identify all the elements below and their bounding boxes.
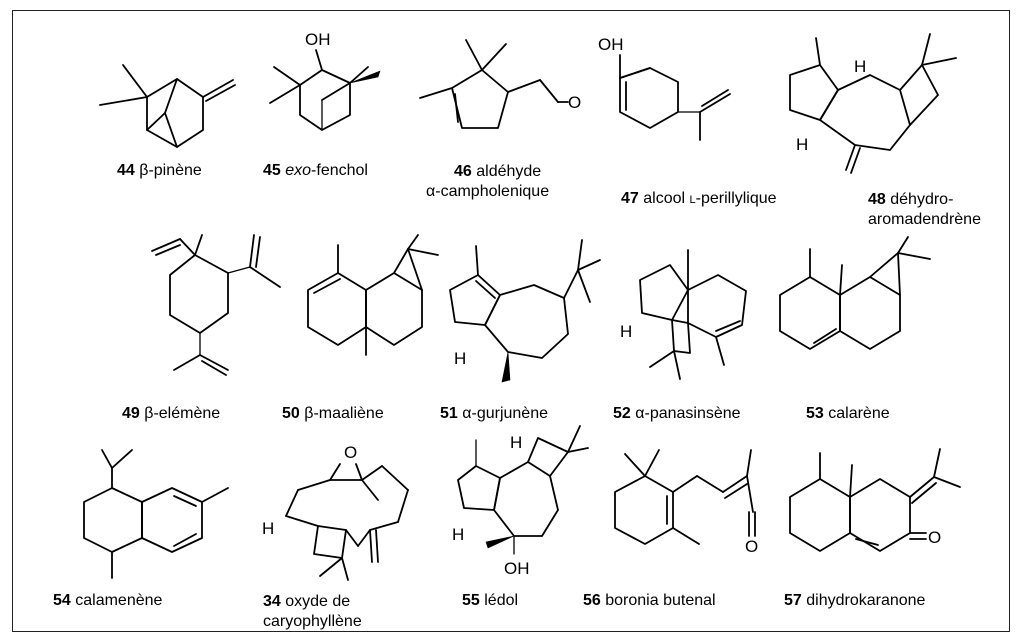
caption-49: 49 β-elémène bbox=[122, 405, 221, 422]
h-label-1: H bbox=[854, 57, 866, 76]
o-label: O bbox=[745, 537, 758, 556]
o-label: O bbox=[568, 93, 581, 112]
oh-label: OH bbox=[305, 30, 331, 49]
structure-45: OH bbox=[250, 15, 400, 155]
structure-48: H H bbox=[760, 20, 1000, 190]
structure-34: O H bbox=[258, 430, 438, 590]
structure-57: O bbox=[770, 435, 990, 585]
structure-46: O bbox=[410, 30, 590, 150]
caption-55: 55 lédol bbox=[462, 592, 519, 609]
structure-56: O bbox=[585, 440, 775, 590]
o-label: O bbox=[928, 528, 941, 547]
caption-34: 34 oxyde de caryophyllène bbox=[263, 593, 362, 630]
caption-50: 50 β-maaliène bbox=[282, 405, 384, 422]
structure-53 bbox=[760, 235, 950, 385]
caption-44: 44 β-pinène bbox=[117, 162, 202, 179]
caption-53: 53 calarène bbox=[806, 405, 890, 422]
structure-51: H bbox=[430, 230, 601, 390]
caption-51: 51 α-gurjunène bbox=[440, 405, 548, 422]
caption-48: 48 déhydro- aromadendrène bbox=[868, 191, 981, 228]
structure-44 bbox=[95, 35, 245, 155]
caption-45: 45 exo-fenchol bbox=[263, 162, 368, 179]
o-label: O bbox=[344, 443, 357, 462]
structure-47: OH bbox=[590, 20, 770, 160]
h-label-1: H bbox=[510, 433, 522, 452]
structure-49 bbox=[140, 225, 300, 385]
caption-56: 56 boronia butenal bbox=[583, 592, 716, 609]
structure-55: H H OH bbox=[438, 418, 589, 588]
structure-54 bbox=[62, 440, 242, 590]
h-label: H bbox=[262, 519, 274, 538]
oh-label: OH bbox=[598, 35, 624, 54]
caption-52: 52 α-panasinsène bbox=[613, 405, 741, 422]
caption-47: 47 alcool l-perillylique bbox=[621, 190, 777, 207]
h-label-2: H bbox=[452, 525, 464, 544]
h-label: H bbox=[454, 349, 466, 368]
caption-57: 57 dihydrokaranone bbox=[784, 592, 926, 609]
structure-50 bbox=[278, 234, 448, 385]
caption-54: 54 calamenène bbox=[53, 592, 163, 609]
h-label-2: H bbox=[796, 135, 808, 154]
structure-52: H bbox=[610, 225, 770, 385]
caption-46: 46 aldéhyde α-campholenique bbox=[426, 163, 550, 200]
h-label: H bbox=[620, 322, 632, 341]
oh-label: OH bbox=[504, 559, 530, 578]
